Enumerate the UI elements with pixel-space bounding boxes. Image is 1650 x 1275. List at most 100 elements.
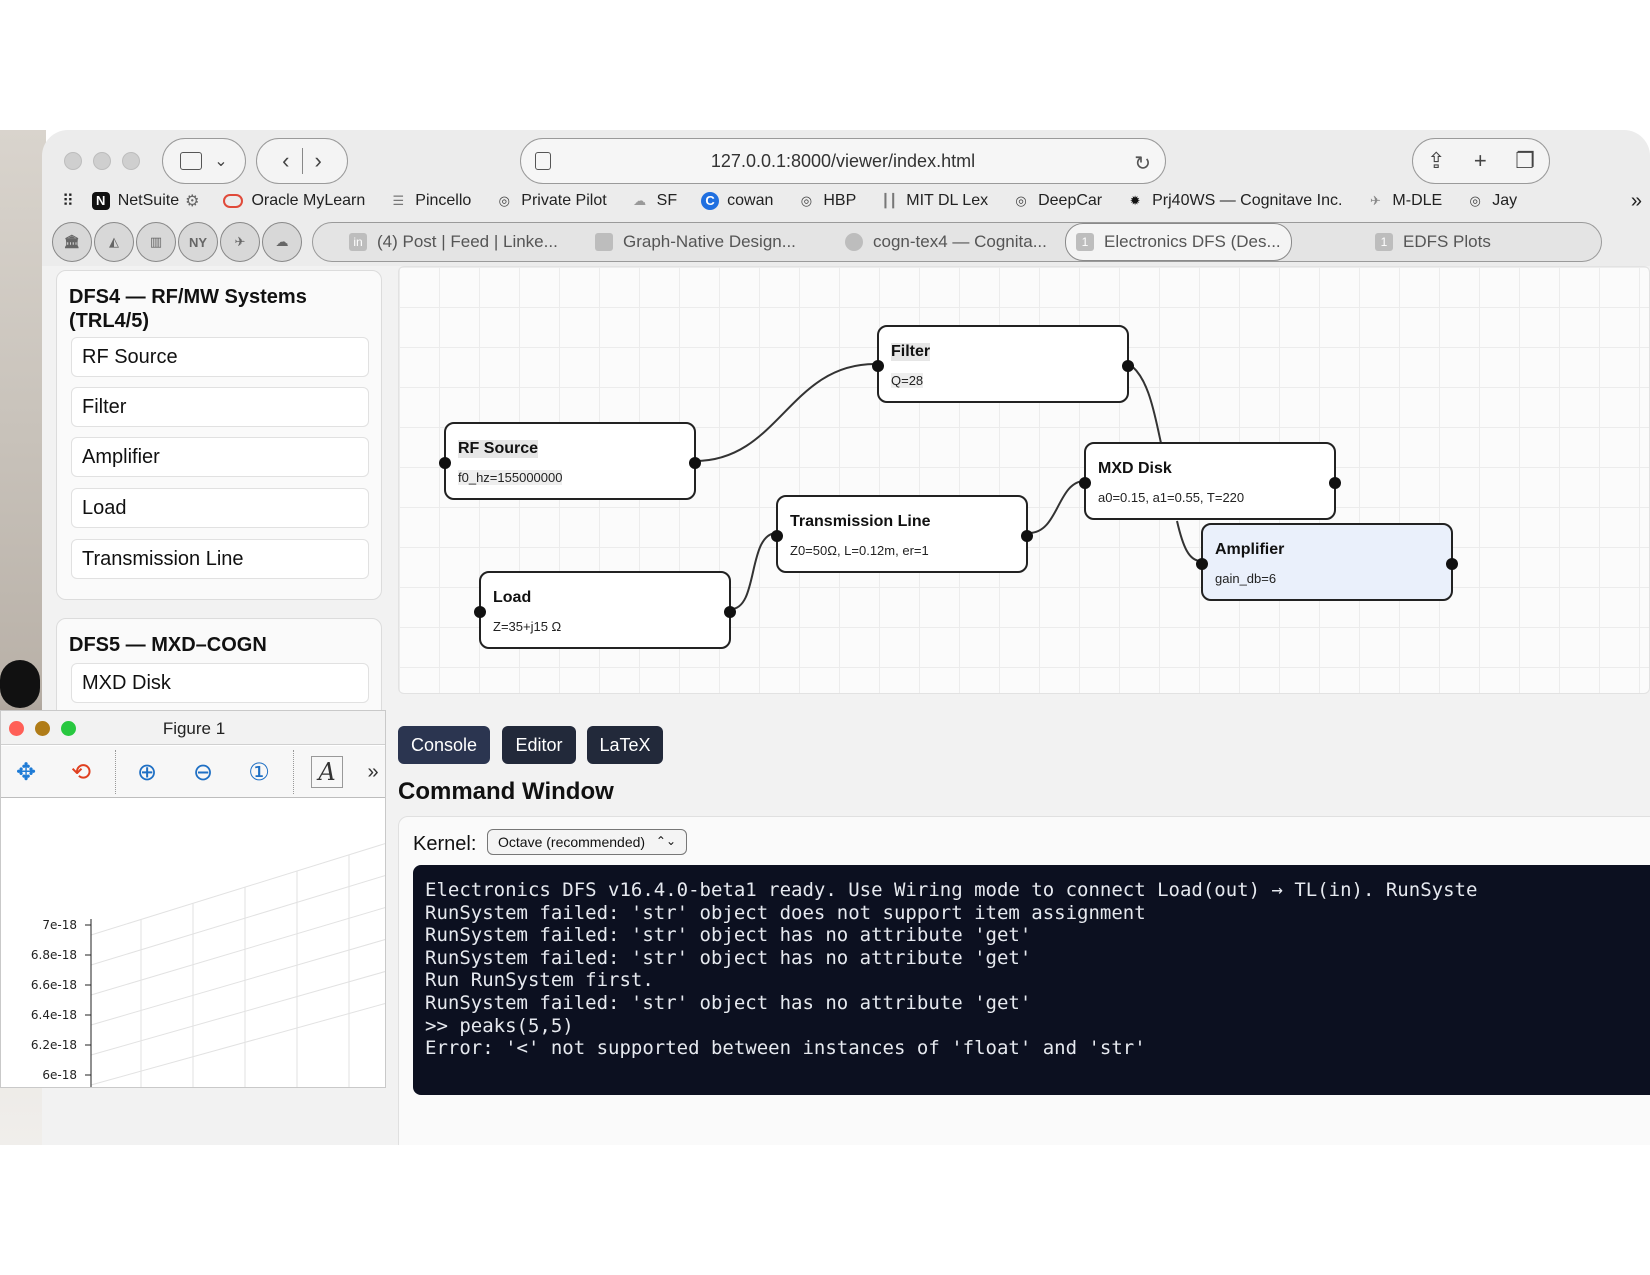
latex-mode-button[interactable]: LaTeX	[587, 726, 663, 764]
address-bar[interactable]: 127.0.0.1:8000/viewer/index.html ↻	[520, 138, 1166, 184]
z-tick-label: 6.4e-18	[31, 1008, 77, 1022]
bars-icon: ┃┃	[881, 193, 898, 208]
background-object	[0, 660, 40, 708]
toolbar-separator	[115, 750, 116, 794]
linkedin-icon: in	[349, 233, 367, 251]
pinned-tab-cloud[interactable]: ☁	[262, 222, 302, 262]
node-filter[interactable]: Filter Q=28	[872, 325, 1134, 403]
port-out[interactable]	[1446, 558, 1458, 570]
console-output[interactable]: Electronics DFS v16.4.0-beta1 ready. Use…	[413, 865, 1650, 1095]
figure-zoom-button[interactable]	[61, 721, 76, 736]
reload-icon[interactable]: ↻	[1134, 153, 1151, 175]
port-in[interactable]	[1196, 558, 1208, 570]
editor-mode-button[interactable]: Editor	[502, 726, 576, 764]
netsuite-icon: N	[91, 192, 110, 210]
port-out[interactable]	[1021, 530, 1033, 542]
console-mode-button[interactable]: Console	[398, 726, 490, 764]
pinned-tab-bank[interactable]: 🏛︎	[52, 222, 92, 262]
bookmark-deepcar[interactable]: ◎DeepCar	[1012, 192, 1102, 210]
tab-badge-icon: 1	[1076, 233, 1094, 251]
bookmark-private-pilot[interactable]: ◎Private Pilot	[495, 192, 607, 210]
apps-grid-icon[interactable]: ⠿	[62, 193, 74, 210]
new-tab-icon[interactable]: +	[1473, 148, 1487, 173]
port-in[interactable]	[771, 530, 783, 542]
port-in[interactable]	[872, 360, 884, 372]
port-out[interactable]	[689, 457, 701, 469]
pinned-tab-building[interactable]: ▥	[136, 222, 176, 262]
bookmark-prj40ws[interactable]: ✹Prj40WS — Cognitave Inc.	[1126, 192, 1343, 210]
figure-close-button[interactable]	[9, 721, 24, 736]
port-in[interactable]	[1079, 477, 1091, 489]
dfs4-panel: DFS4 — RF/MW Systems (TRL4/5) RF Source …	[56, 270, 382, 600]
url-text: 127.0.0.1:8000/viewer/index.html	[710, 150, 976, 171]
pincello-icon: ☰	[392, 193, 405, 208]
back-button[interactable]: ‹	[270, 148, 303, 174]
more-bookmarks-icon[interactable]: »	[1630, 189, 1642, 212]
zoom-in-icon[interactable]: ⊕	[136, 758, 158, 786]
rotate-icon[interactable]: ⟲	[70, 758, 92, 786]
palette-load[interactable]: Load	[71, 488, 369, 528]
tab-badge-icon: 1	[1375, 233, 1393, 251]
bookmark-sf[interactable]: ☁SF	[631, 192, 677, 210]
palette-amplifier[interactable]: Amplifier	[71, 437, 369, 477]
tab-graph-native[interactable]: Graph-Native Design...	[595, 223, 796, 261]
port-in[interactable]	[439, 457, 451, 469]
dot-icon: ✹	[1129, 193, 1141, 208]
minimize-window-button[interactable]	[93, 152, 111, 170]
share-icon[interactable]: ⇪	[1427, 148, 1446, 173]
wire-rf-filter	[694, 363, 876, 462]
palette-rf-source[interactable]: RF Source	[71, 337, 369, 377]
kernel-value: Octave (recommended)	[498, 834, 646, 850]
figure-minimize-button[interactable]	[35, 721, 50, 736]
port-out[interactable]	[724, 606, 736, 618]
bookmark-jay[interactable]: ◎Jay	[1466, 192, 1518, 210]
zoom-window-button[interactable]	[122, 152, 140, 170]
bookmark-pincello[interactable]: ☰Pincello	[389, 192, 471, 210]
bookmark-mit-dl-lex[interactable]: ┃┃MIT DL Lex	[881, 192, 989, 209]
palette-mxd-disk[interactable]: MXD Disk	[71, 663, 369, 703]
pan-icon[interactable]: ✥	[15, 758, 37, 786]
figure-plot[interactable]: 7e-186.8e-186.6e-186.4e-186.2e-186e-185.…	[1, 799, 386, 1088]
page-settings-icon[interactable]	[535, 152, 551, 170]
globe-icon: ◎	[498, 193, 510, 208]
wires-layer	[694, 363, 1202, 610]
palette-filter[interactable]: Filter	[71, 387, 369, 427]
port-out[interactable]	[1122, 360, 1134, 372]
forward-button[interactable]: ›	[314, 148, 322, 173]
more-icon[interactable]: »	[367, 760, 379, 783]
cloud-icon: ☁	[633, 193, 647, 208]
pinned-tab-ny[interactable]: NY	[178, 222, 218, 262]
palette-transmission-line[interactable]: Transmission Line	[71, 539, 369, 579]
tab-overview-icon[interactable]: ❐	[1515, 148, 1535, 173]
port-out[interactable]	[1329, 477, 1341, 489]
node-mxd-disk[interactable]: MXD Disk a0=0.15, a1=0.55, T=220	[1079, 442, 1341, 520]
node-amplifier[interactable]: Amplifier gain_db=6	[1196, 523, 1458, 601]
port-in[interactable]	[474, 606, 486, 618]
node-load[interactable]: Load Z=35+j15 Ω	[474, 571, 736, 649]
bookmark-oracle[interactable]: Oracle MyLearn	[223, 192, 365, 210]
sidebar-toggle-button[interactable]: ⌄	[162, 138, 246, 184]
bookmark-hbp[interactable]: ◎HBP	[797, 192, 857, 210]
tab-linkedin[interactable]: in(4) Post | Feed | Linke...	[349, 223, 558, 261]
zoom-out-icon[interactable]: ⊖	[192, 758, 214, 786]
cognitave-icon	[845, 233, 863, 251]
node-transmission-line[interactable]: Transmission Line Z0=50Ω, L=0.12m, er=1	[771, 495, 1033, 573]
kernel-select[interactable]: Octave (recommended) ⌃⌄	[487, 829, 687, 855]
pinned-tab-plane[interactable]: ✈	[220, 222, 260, 262]
building-icon: ▥	[149, 234, 163, 249]
dfs4-title: DFS4 — RF/MW Systems (TRL4/5)	[69, 286, 307, 332]
pinned-tab-map[interactable]: ◭	[94, 222, 134, 262]
graph-canvas[interactable]: Filter Q=28 RF Source f0_hz=155000000 MX…	[398, 266, 1650, 694]
tab-cogn-tex4[interactable]: cogn-tex4 — Cognita...	[845, 223, 1047, 261]
node-rf-source[interactable]: RF Source f0_hz=155000000	[439, 422, 701, 500]
zoom-reset-icon[interactable]: ①	[248, 758, 270, 786]
sidebar-icon	[180, 152, 203, 170]
text-icon[interactable]: A	[311, 756, 343, 788]
close-window-button[interactable]	[64, 152, 82, 170]
bookmark-m-dle[interactable]: ✈M-DLE	[1366, 192, 1442, 210]
